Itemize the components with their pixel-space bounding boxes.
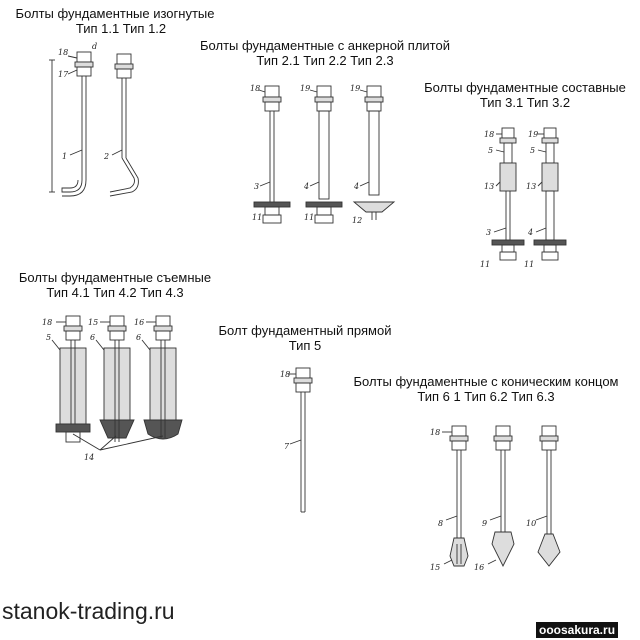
section-title-line2: Тип 1.1 Тип 1.2 — [75, 21, 167, 36]
callout-18: 18 — [484, 130, 494, 139]
callout-2: 2 — [103, 152, 109, 161]
section-title-composite: Болты фундаментные составные Тип 3.1 Тип… — [410, 80, 640, 110]
callout-13: 13 — [526, 182, 536, 191]
callout-7: 7 — [284, 442, 290, 451]
callout-19: 19 — [350, 84, 360, 93]
callout-4: 4 — [303, 182, 309, 191]
callout-3: 3 — [254, 182, 259, 191]
section-title-bent: Болты фундаментные изогнутые Тип 1.1 Тип… — [0, 6, 230, 36]
callout-11: 11 — [304, 213, 314, 222]
callout-5: 5 — [46, 333, 51, 342]
callout-18: 18 — [250, 84, 260, 93]
callout-11: 11 — [524, 260, 534, 269]
callout-19: 19 — [528, 130, 538, 139]
callout-13: 13 — [484, 182, 494, 191]
callout-4: 4 — [353, 182, 359, 191]
watermark-right: ooosakura.ru — [536, 622, 619, 638]
callout-9: 9 — [482, 519, 487, 528]
callout-1: 1 — [62, 152, 67, 161]
callout-15: 15 — [88, 318, 98, 327]
section-title-removable: Болты фундаментные съемные Тип 4.1 Тип 4… — [0, 270, 230, 300]
straight-bolt-drawing: 18 7 — [280, 367, 313, 513]
callout-11: 11 — [480, 260, 490, 269]
callout-18: 18 — [430, 428, 440, 437]
removable-bolts-drawing: 18 15 16 5 6 6 14 — [42, 315, 183, 460]
section-title-line2: Тип 5 — [288, 338, 322, 353]
conical-bolts-drawing: 18 8 9 10 15 16 — [430, 425, 561, 572]
callout-6: 6 — [136, 333, 141, 342]
callout-8: 8 — [438, 519, 443, 528]
section-title-conical: Болты фундаментные с коническим концом Т… — [334, 374, 638, 404]
callout-3: 3 — [486, 228, 491, 237]
section-title-line2: Тип 2.1 Тип 2.2 Тип 2.3 — [256, 53, 394, 68]
callout-19: 19 — [300, 84, 310, 93]
callout-18: 18 — [280, 370, 290, 379]
bent-bolts-drawing: 18 17 1 2 d — [49, 42, 139, 197]
section-title-anchor-plate: Болты фундаментные с анкерной плитой Тип… — [175, 38, 475, 68]
callout-11: 11 — [252, 213, 262, 222]
callout-10: 10 — [526, 519, 536, 528]
callout-17: 17 — [58, 70, 69, 79]
callout-d: d — [92, 42, 97, 51]
watermark-left: stanok-trading.ru — [2, 598, 175, 624]
composite-bolts-drawing: 18 19 5 5 13 13 3 4 11 11 — [480, 127, 567, 269]
callout-16: 16 — [474, 563, 484, 572]
section-title-line1: Болты фундаментные составные — [424, 80, 626, 95]
section-title-line2: Тип 4.1 Тип 4.2 Тип 4.3 — [46, 285, 184, 300]
section-title-line1: Болт фундаментный прямой — [218, 323, 392, 338]
section-title-line2: Тип 3.1 Тип 3.2 — [479, 95, 571, 110]
section-title-straight: Болт фундаментный прямой Тип 5 — [200, 323, 410, 353]
section-title-line1: Болты фундаментные с анкерной плитой — [200, 38, 450, 53]
section-title-line1: Болты фундаментные изогнутые — [15, 6, 215, 21]
section-title-line1: Болты фундаментные съемные — [18, 270, 212, 285]
callout-15: 15 — [430, 563, 440, 572]
callout-5: 5 — [530, 146, 535, 155]
callout-18: 18 — [58, 48, 68, 57]
callout-18: 18 — [42, 318, 52, 327]
callout-12: 12 — [352, 216, 362, 225]
section-title-line2: Тип 6 1 Тип 6.2 Тип 6.3 — [417, 389, 555, 404]
callout-16: 16 — [134, 318, 144, 327]
callout-4: 4 — [527, 228, 533, 237]
section-title-line1: Болты фундаментные с коническим концом — [353, 374, 619, 389]
callout-6: 6 — [90, 333, 95, 342]
anchor-plate-bolts-drawing: 18 19 19 3 4 4 11 11 12 — [250, 84, 396, 225]
callout-14: 14 — [84, 453, 94, 460]
callout-5: 5 — [488, 146, 493, 155]
